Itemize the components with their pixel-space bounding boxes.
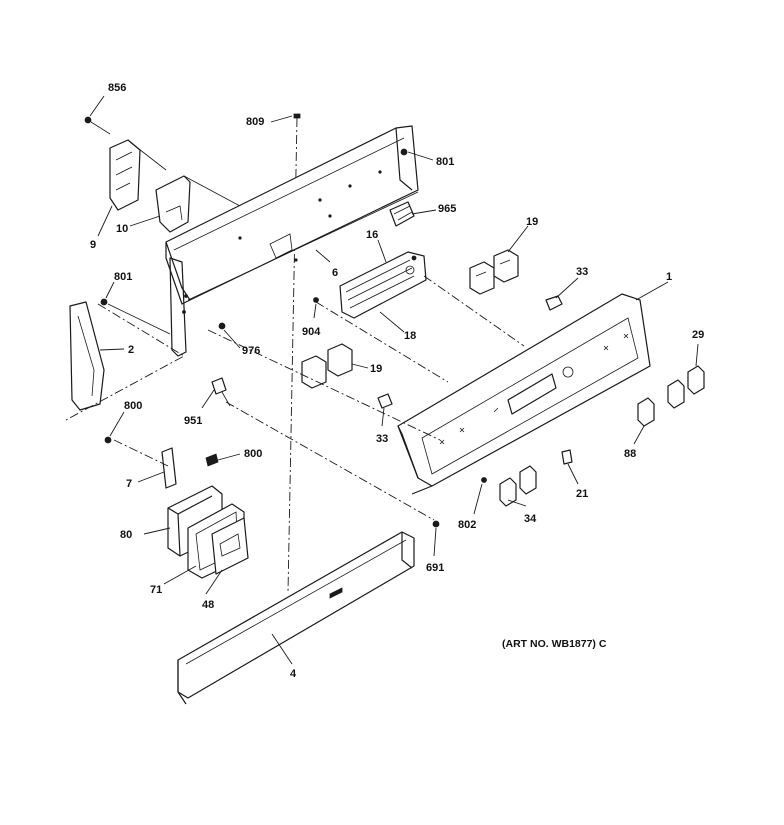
- callout-34: 34: [524, 513, 537, 525]
- cover-48: [211, 517, 249, 575]
- callout-6: 6: [332, 267, 338, 279]
- bracket-7: [161, 447, 177, 489]
- callout-904: 904: [302, 326, 321, 338]
- callout-33: 33: [376, 433, 388, 445]
- trim-strip-4: [177, 531, 415, 705]
- bracket-9: [109, 139, 167, 211]
- knob-29: [687, 365, 705, 395]
- screw-691: [432, 520, 440, 528]
- screw-856: [84, 116, 111, 135]
- callout-800: 800: [244, 448, 262, 460]
- knobs-34: [499, 465, 537, 507]
- callout-802: 802: [458, 519, 476, 531]
- callout-809: 809: [246, 116, 264, 128]
- screw-904: [313, 297, 319, 303]
- callout-7: 7: [126, 478, 132, 490]
- callout-80: 80: [120, 529, 132, 541]
- callout-801: 801: [114, 271, 132, 283]
- callout-48: 48: [202, 599, 214, 611]
- backsplash-frame-6: [165, 125, 419, 357]
- callout-800: 800: [124, 400, 142, 412]
- callout-9: 9: [90, 239, 96, 251]
- clip-951: [211, 377, 231, 407]
- control-panel-1: [397, 293, 651, 495]
- screw-976: [218, 322, 226, 330]
- callout-691: 691: [426, 562, 444, 574]
- callout-976: 976: [242, 345, 260, 357]
- part-21: [561, 449, 573, 465]
- callout-18: 18: [404, 330, 416, 342]
- callout-16: 16: [366, 229, 378, 241]
- callout-10: 10: [116, 223, 128, 235]
- art-number-caption: (ART NO. WB1877) C: [502, 638, 607, 650]
- callout-88: 88: [624, 448, 636, 460]
- callout-29: 29: [692, 329, 704, 341]
- screw-809: [287, 113, 301, 593]
- callout-19: 19: [526, 216, 538, 228]
- callout-19: 19: [370, 363, 382, 375]
- switch-19-lower: [301, 343, 353, 389]
- screw-801-top: [400, 148, 408, 156]
- bracket-10: [155, 175, 241, 233]
- callout-951: 951: [184, 415, 202, 427]
- callout-1: 1: [666, 271, 672, 283]
- callout-801: 801: [436, 156, 454, 168]
- switch-19-upper: [469, 249, 519, 295]
- callout-4: 4: [290, 668, 297, 680]
- knobs-88: [637, 379, 685, 427]
- screw-801-left: [100, 298, 171, 335]
- relay-965: [389, 201, 415, 227]
- control-board-18: [339, 251, 427, 319]
- callout-33: 33: [576, 266, 588, 278]
- clip-33-lower: [377, 393, 393, 409]
- screw-802: [481, 477, 487, 483]
- screw-800-lower: [205, 453, 219, 467]
- clip-33-upper: [545, 295, 563, 311]
- callout-21: 21: [576, 488, 588, 500]
- side-trim-2: [69, 301, 105, 411]
- screw-800-upper: [104, 436, 112, 444]
- callout-856: 856: [108, 82, 126, 94]
- callout-2: 2: [128, 344, 134, 356]
- callout-71: 71: [150, 584, 162, 596]
- callout-965: 965: [438, 203, 456, 215]
